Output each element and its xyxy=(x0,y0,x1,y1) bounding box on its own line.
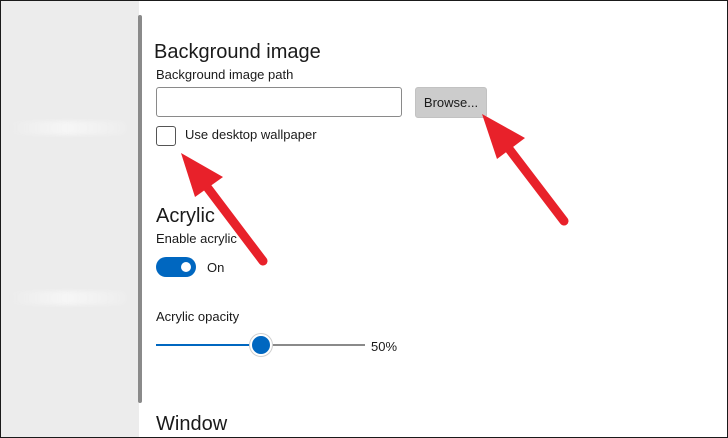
use-desktop-wallpaper-checkbox[interactable] xyxy=(156,126,176,146)
acrylic-heading: Acrylic xyxy=(156,205,215,227)
background-image-heading: Background image xyxy=(154,41,321,63)
sidebar-item-blurred[interactable] xyxy=(7,121,127,135)
toggle-state-label: On xyxy=(207,260,225,275)
enable-acrylic-label: Enable acrylic xyxy=(156,231,237,246)
settings-content: Background image Background image path B… xyxy=(143,1,727,437)
navigation-sidebar xyxy=(1,1,139,437)
window-heading: Window xyxy=(156,413,228,435)
acrylic-opacity-slider[interactable] xyxy=(156,334,365,356)
acrylic-opacity-label: Acrylic opacity xyxy=(156,309,240,324)
browse-button[interactable]: Browse... xyxy=(415,87,487,118)
toggle-knob xyxy=(181,262,191,272)
sidebar-item-blurred[interactable] xyxy=(7,291,127,305)
enable-acrylic-toggle[interactable] xyxy=(156,257,196,277)
slider-thumb[interactable] xyxy=(249,334,272,356)
use-desktop-wallpaper-label: Use desktop wallpaper xyxy=(185,127,317,142)
sidebar-scrollbar[interactable] xyxy=(138,15,142,403)
slider-fill xyxy=(156,344,261,346)
background-image-path-input[interactable] xyxy=(156,87,402,117)
background-image-path-label: Background image path xyxy=(156,67,294,82)
acrylic-opacity-value: 50% xyxy=(371,339,398,354)
